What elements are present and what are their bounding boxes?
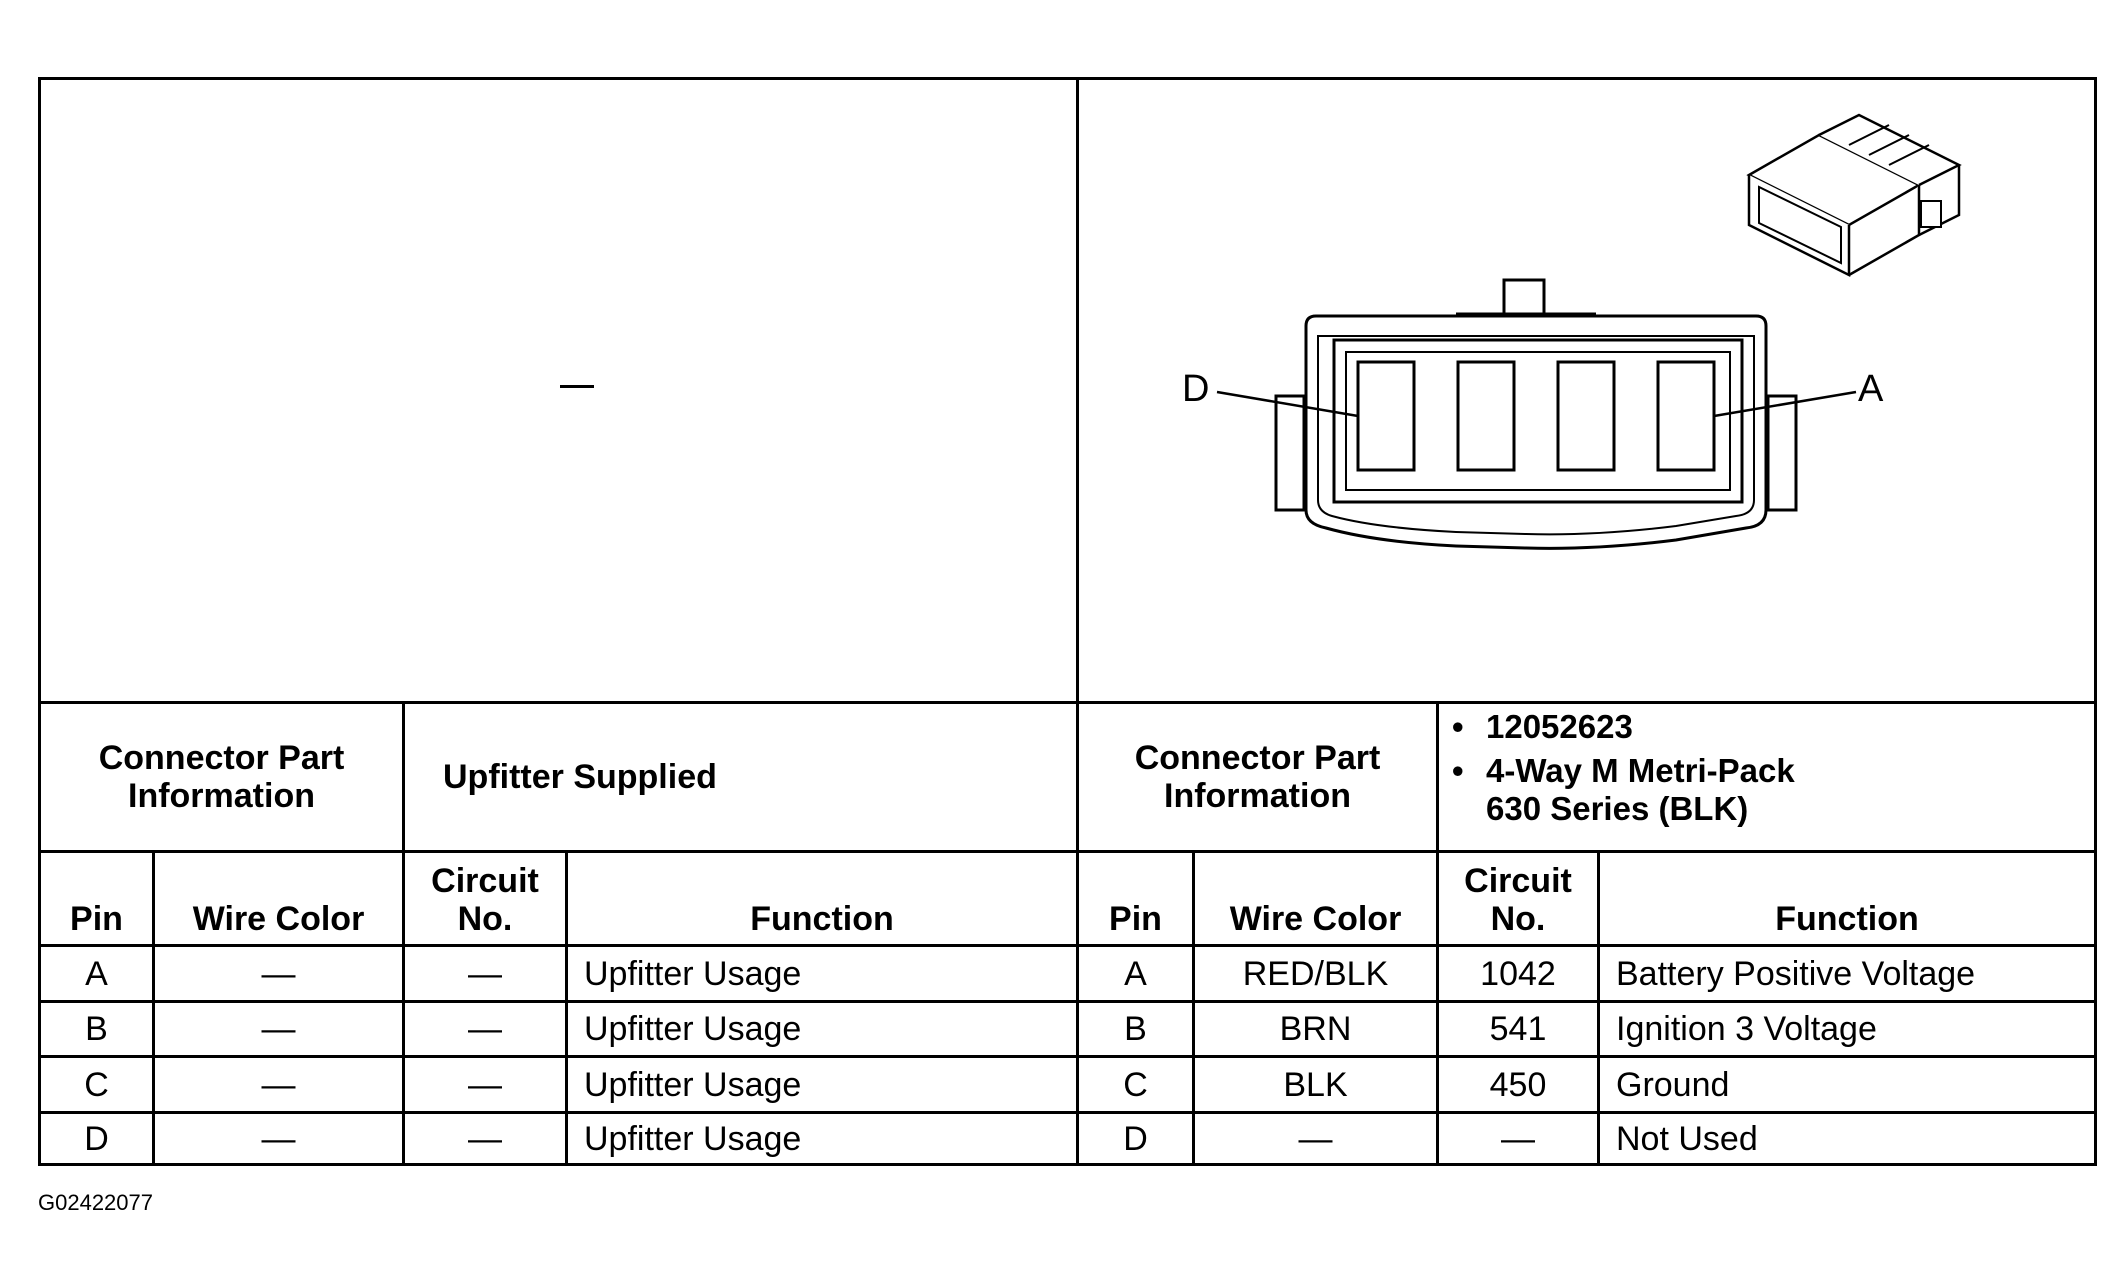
part-info-bottom-line [38, 850, 2097, 853]
left-col-line-3 [565, 850, 568, 1166]
leader-a [1713, 390, 1857, 418]
left-header-wire-color: Wire Color [192, 900, 365, 938]
left-row-d-circuit: — [468, 1119, 502, 1158]
right-row-d-function: Not Used [1616, 1119, 1758, 1158]
left-row-c-circuit: — [468, 1065, 502, 1104]
right-row-b-function: Ignition 3 Voltage [1616, 1010, 1877, 1048]
right-header-function: Function [1775, 900, 1919, 938]
header-bottom-line [38, 944, 2097, 947]
row-line-1 [38, 1000, 2097, 1003]
left-row-c-pin: C [84, 1065, 109, 1104]
left-row-c-function: Upfitter Usage [584, 1065, 802, 1104]
left-row-a-pin: A [85, 954, 108, 993]
right-row-c-pin: C [1123, 1065, 1148, 1104]
connector-table-frame [38, 77, 2097, 1166]
leader-d [1216, 390, 1359, 418]
right-row-c-circuit: 450 [1489, 1065, 1547, 1104]
center-divider [1076, 77, 1079, 1166]
right-row-d-circuit: — [1501, 1119, 1535, 1158]
cavity-d [1356, 360, 1416, 472]
left-col-line-1 [152, 850, 155, 1166]
left-row-d-wire: — [261, 1119, 296, 1158]
right-row-a-function: Battery Positive Voltage [1616, 954, 1976, 993]
right-col-line-2 [1436, 850, 1439, 1166]
right-header-wire-color: Wire Color [1229, 900, 1402, 938]
right-row-a-pin: A [1124, 954, 1147, 993]
right-row-c-wire: BLK [1283, 1065, 1348, 1104]
cavity-b [1556, 360, 1616, 472]
left-row-b-circuit: — [468, 1010, 502, 1048]
connector-type-bullet: •4-Way M Metri-Pack 630 Series (BLK) [1452, 752, 1795, 827]
left-row-c-wire: — [261, 1065, 296, 1104]
right-col-line-3 [1597, 850, 1600, 1166]
figure-id: G02422077 [38, 1190, 153, 1215]
right-header-circuit: Circuit No. [1464, 862, 1572, 938]
right-row-d-pin: D [1123, 1119, 1148, 1158]
part-number-bullet: •12052623 [1452, 708, 1633, 745]
right-part-info-divider [1436, 701, 1439, 853]
right-row-a-wire: RED/BLK [1242, 954, 1389, 993]
right-row-b-circuit: 541 [1489, 1010, 1547, 1048]
left-col-line-2 [402, 850, 405, 1166]
cavity-c [1456, 360, 1516, 472]
connector-iso-view [1746, 113, 1962, 278]
left-header-pin: Pin [70, 900, 123, 938]
row-line-2 [38, 1055, 2097, 1058]
image-bottom-line [38, 701, 2097, 704]
left-row-b-pin: B [85, 1010, 108, 1048]
terminal-cavities [1356, 360, 1716, 472]
right-row-c-function: Ground [1616, 1065, 1730, 1104]
left-row-a-function: Upfitter Usage [584, 954, 802, 993]
right-part-info-label: Connector Part Information [1134, 739, 1381, 815]
right-row-a-circuit: 1042 [1480, 954, 1556, 993]
right-row-b-pin: B [1124, 1010, 1147, 1048]
left-row-a-wire: — [261, 954, 296, 993]
left-row-d-function: Upfitter Usage [584, 1119, 802, 1158]
left-row-b-function: Upfitter Usage [584, 1010, 802, 1048]
pin-label-a: A [1858, 368, 1884, 410]
cavity-a [1656, 360, 1716, 472]
pin-leader-lines [1216, 390, 1857, 418]
left-header-circuit: Circuit No. [431, 862, 539, 938]
left-part-info-label: Connector Part Information [98, 739, 345, 815]
row-line-3 [38, 1111, 2097, 1114]
left-row-b-wire: — [261, 1010, 296, 1048]
right-row-b-wire: BRN [1279, 1010, 1352, 1048]
left-image-placeholder-dash [560, 385, 594, 388]
left-header-function: Function [750, 900, 894, 938]
right-header-pin: Pin [1109, 900, 1162, 938]
left-part-info-divider [402, 701, 405, 853]
left-part-info-value: Upfitter Supplied [443, 758, 717, 796]
connector-body [1274, 278, 1798, 550]
left-row-a-circuit: — [468, 954, 502, 993]
left-row-d-pin: D [84, 1119, 109, 1158]
right-col-line-1 [1192, 850, 1195, 1166]
right-row-d-wire: — [1298, 1119, 1333, 1158]
pin-label-d: D [1182, 368, 1210, 410]
connector-face-diagram [1216, 113, 1962, 550]
right-part-info-bullets: •12052623 •4-Way M Metri-Pack 630 Series… [1438, 708, 2088, 834]
